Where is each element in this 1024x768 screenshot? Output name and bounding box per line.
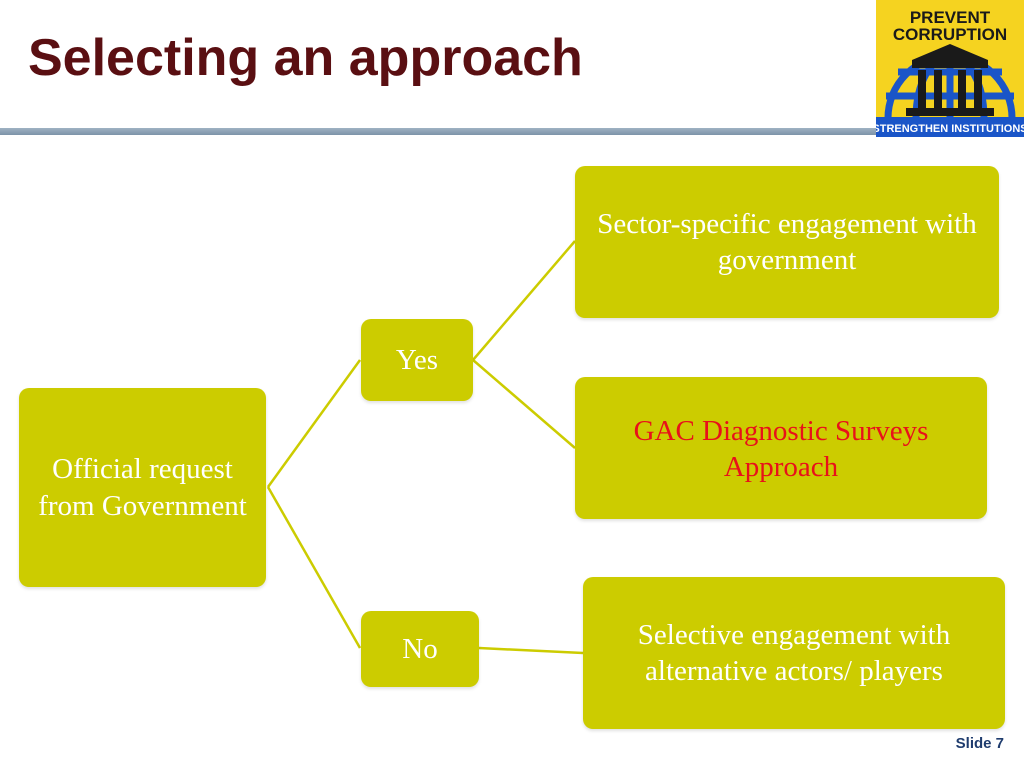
sector-specific-box: Sector-specific engagement with governme… — [575, 166, 999, 318]
yes-label: Yes — [395, 343, 439, 376]
logo-text-corruption: CORRUPTION — [893, 25, 1007, 44]
gac-diagnostic-box: GAC Diagnostic Surveys Approach — [575, 377, 987, 519]
selective-engagement-box: Selective engagement with alternative ac… — [583, 577, 1005, 729]
slide-number: Slide 7 — [955, 735, 1004, 752]
connector-yes-gac — [472, 359, 576, 449]
title-divider — [0, 128, 880, 135]
selective-engagement-label: Selective engagement with alternative ac… — [637, 619, 951, 688]
logo-text-strengthen-institutions: STRENGTHEN INSTITUTIONS — [876, 123, 1024, 135]
logo-text-prevent: PREVENT — [910, 8, 991, 27]
root-label: Official request from Government — [38, 453, 247, 522]
slide-title: Selecting an approach — [28, 29, 583, 87]
no-box: No — [361, 611, 479, 687]
prevent-corruption-logo: PREVENT CORRUPTION STRENGTHEN INSTITUTIO… — [876, 0, 1024, 137]
connector-root-yes — [266, 359, 362, 488]
connector-yes-sector — [472, 240, 576, 361]
no-label: No — [402, 632, 438, 665]
connector-root-no — [266, 486, 362, 649]
gac-diagnostic-label: GAC Diagnostic Surveys Approach — [633, 415, 929, 484]
root-box: Official request from Government — [19, 388, 266, 587]
sector-specific-label: Sector-specific engagement with governme… — [597, 208, 977, 277]
connector-no-selective — [478, 646, 584, 655]
yes-box: Yes — [361, 319, 473, 401]
